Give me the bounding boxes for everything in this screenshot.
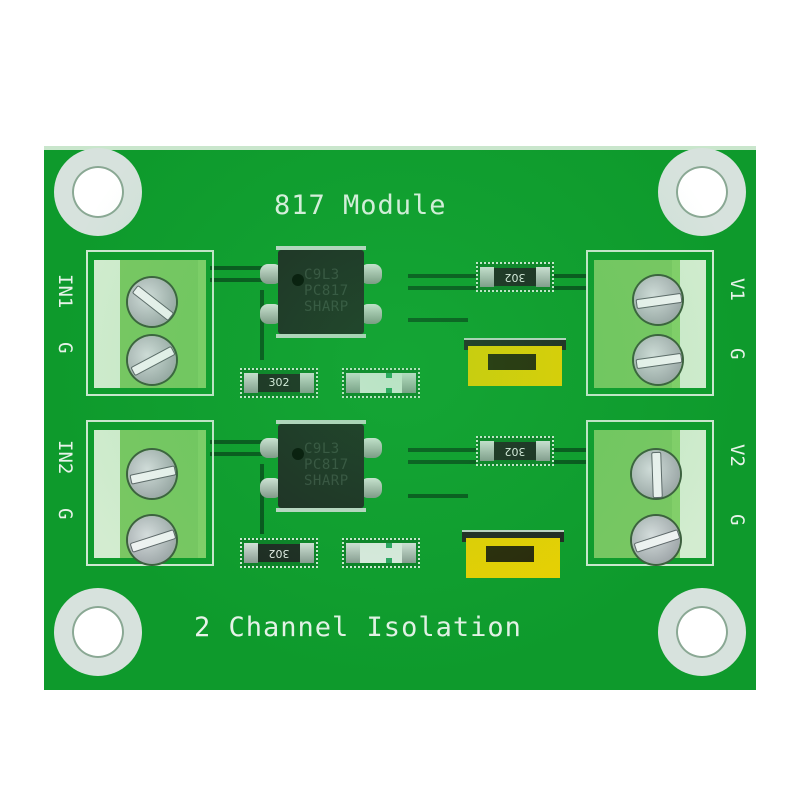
screw-v1 [634, 276, 683, 324]
ic-manufacturer: SHARP [304, 473, 349, 489]
resistor-output-1: 302 [476, 262, 554, 292]
mounting-hole-bottom-left [54, 588, 142, 676]
optocoupler-ic-2: C9L3 PC817 SHARP [258, 420, 384, 512]
screw-in1 [128, 278, 176, 326]
trace [408, 494, 468, 498]
jumper-cap-1[interactable] [464, 338, 566, 388]
trace [210, 266, 270, 270]
mounting-hole-bottom-right [658, 588, 746, 676]
resistor-output-2: 302 [476, 436, 554, 466]
ic-manufacturer: SHARP [304, 299, 349, 315]
screw-in2 [128, 450, 177, 498]
label-v1: V1 [726, 278, 748, 301]
screw-v2-ground [632, 516, 681, 564]
trace [210, 452, 270, 456]
indicator-led-1 [342, 368, 420, 398]
label-in1: IN1 [54, 274, 76, 309]
label-v1-ground: G [726, 348, 748, 360]
resistor-input-1: 302 [240, 368, 318, 398]
label-v2: V2 [726, 444, 748, 467]
jumper-cap-2[interactable] [462, 530, 564, 580]
trace [408, 318, 468, 322]
pin1-marker-icon [292, 274, 304, 286]
label-v2-ground: G [726, 514, 748, 526]
terminal-block-v1 [586, 250, 714, 396]
pin1-marker-icon [292, 448, 304, 460]
trace [210, 278, 270, 282]
label-in2-ground: G [54, 508, 76, 520]
ic-date-code: C9L3 [304, 441, 340, 457]
board-subtitle: 2 Channel Isolation [194, 612, 522, 643]
screw-in1-ground [128, 336, 176, 384]
resistor-input-2: 302 [240, 538, 318, 568]
terminal-block-in2 [86, 420, 214, 566]
mounting-hole-top-left [54, 148, 142, 236]
label-in2: IN2 [54, 440, 76, 475]
ic-date-code: C9L3 [304, 267, 340, 283]
ic-part-number: PC817 [304, 457, 349, 473]
terminal-block-v2 [586, 420, 714, 566]
trace [260, 290, 264, 360]
optocoupler-ic-1: C9L3 PC817 SHARP [258, 246, 384, 338]
trace [260, 464, 264, 534]
screw-v2 [632, 450, 680, 499]
screw-in2-ground [128, 516, 177, 564]
trace [210, 440, 270, 444]
ic-part-number: PC817 [304, 283, 349, 299]
terminal-block-in1 [86, 250, 214, 396]
mounting-hole-top-right [658, 148, 746, 236]
board-title: 817 Module [274, 190, 447, 221]
screw-v1-ground [634, 336, 683, 384]
indicator-led-2 [342, 538, 420, 568]
pcb-board: 817 Module 2 Channel Isolation IN1 G IN2… [44, 146, 756, 690]
label-in1-ground: G [54, 342, 76, 354]
